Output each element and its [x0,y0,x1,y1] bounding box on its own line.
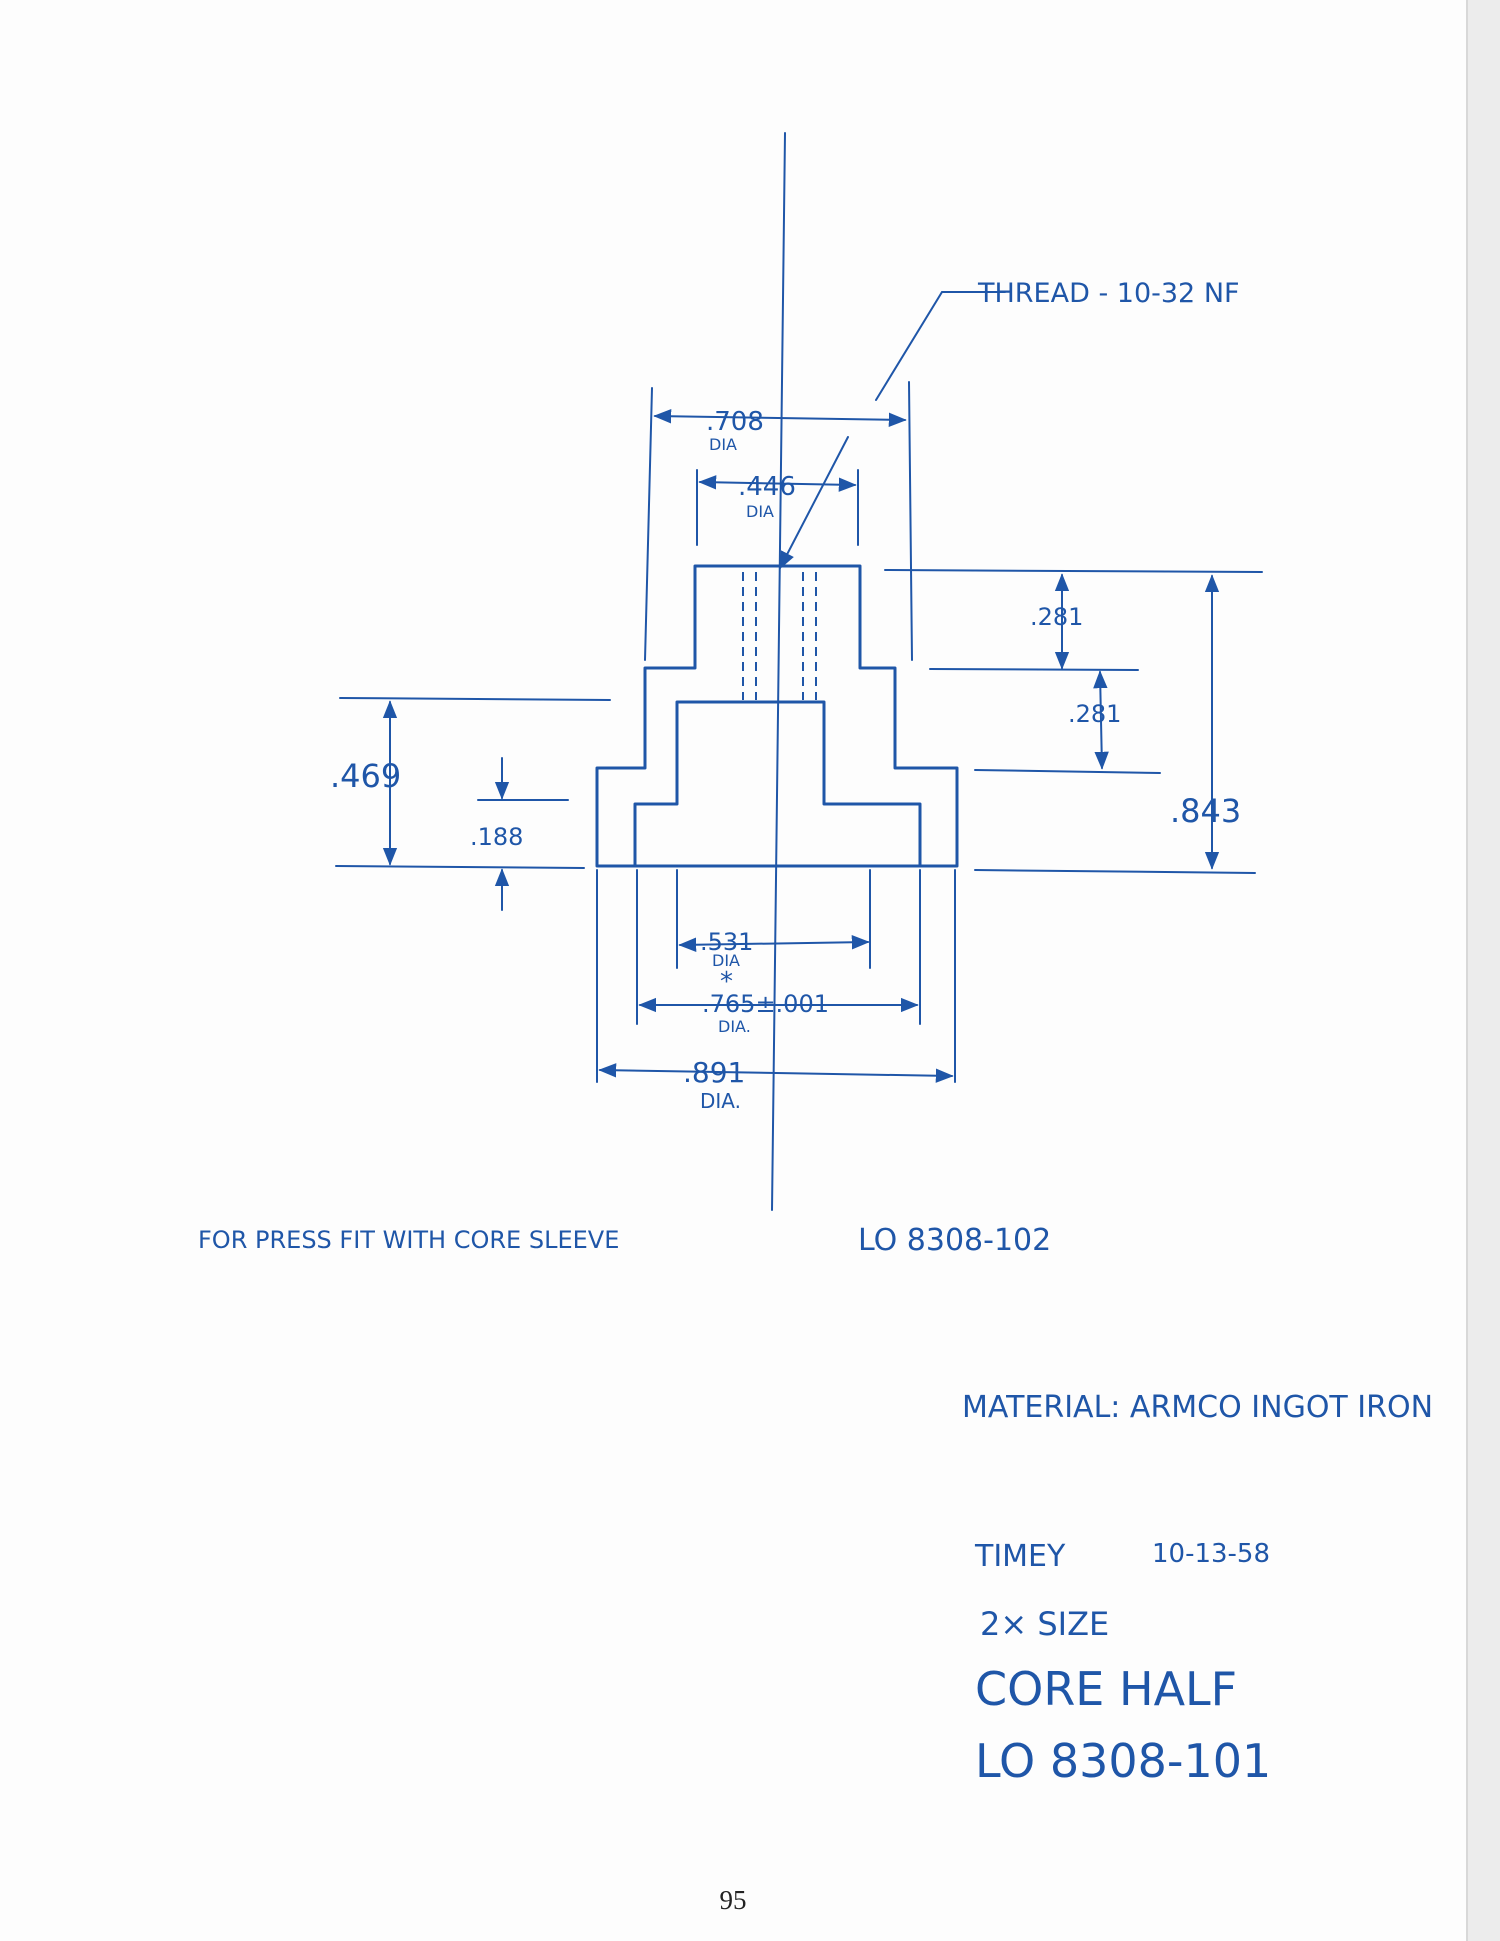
centerline [771,132,786,1211]
dim-line-891 [598,1063,954,1083]
part-outline [595,564,959,868]
inner-bore [633,700,922,868]
dim-531: .531 [700,928,753,956]
dim-708: .708 [706,407,764,437]
ext-line [908,381,913,661]
dim-708-dia: DIA [709,435,737,454]
part-number: LO 8308-101 [975,1734,1271,1788]
thread-leader [779,436,849,570]
drawing-date: 10-13-58 [1152,1539,1270,1569]
reference-part-number: LO 8308-102 [858,1223,1051,1258]
material-note: MATERIAL: ARMCO INGOT IRON [962,1390,1433,1425]
dim-188: .188 [470,823,523,851]
ext-line [884,569,1263,573]
ext-line [339,697,611,701]
dim-765-dia: DIA. [718,1017,751,1036]
dim-891-dia: DIA. [700,1089,741,1113]
ext-line [929,668,1139,671]
dim-line-531 [678,935,870,952]
dim-765: .765±.001 [702,990,829,1018]
ext-line [974,769,1161,774]
page-number: 95 [719,1885,747,1915]
dim-531-dia: DIA [712,951,740,970]
thread-note: THREAD - 10-32 NF [977,278,1240,309]
ext-line [644,387,653,661]
dim-891: .891 [683,1056,745,1089]
dim-446-dia: DIA [746,502,774,521]
dim-446: .446 [738,472,796,502]
drawing-title: CORE HALF [975,1662,1237,1716]
dim-281-upper: .281 [1030,603,1083,631]
dim-line-446 [698,475,857,492]
dim-469: .469 [330,757,401,795]
star-mark: * [720,967,733,997]
press-fit-note: FOR PRESS FIT WITH CORE SLEEVE [198,1226,619,1254]
dim-843: .843 [1170,792,1241,830]
signature: TIMEY [974,1539,1066,1574]
dim-line-281b [1093,670,1109,770]
thread-leader [875,291,1006,401]
ext-line [335,865,585,869]
ext-line [974,869,1256,874]
dim-281-lower: .281 [1068,700,1121,728]
core-half-drawing: .708 DIA .446 DIA THREAD - 10-32 NF .281… [198,132,1433,1788]
dim-line-708 [653,409,907,427]
drawing-scale: 2× SIZE [980,1605,1109,1643]
scan-edge [1466,0,1500,1941]
